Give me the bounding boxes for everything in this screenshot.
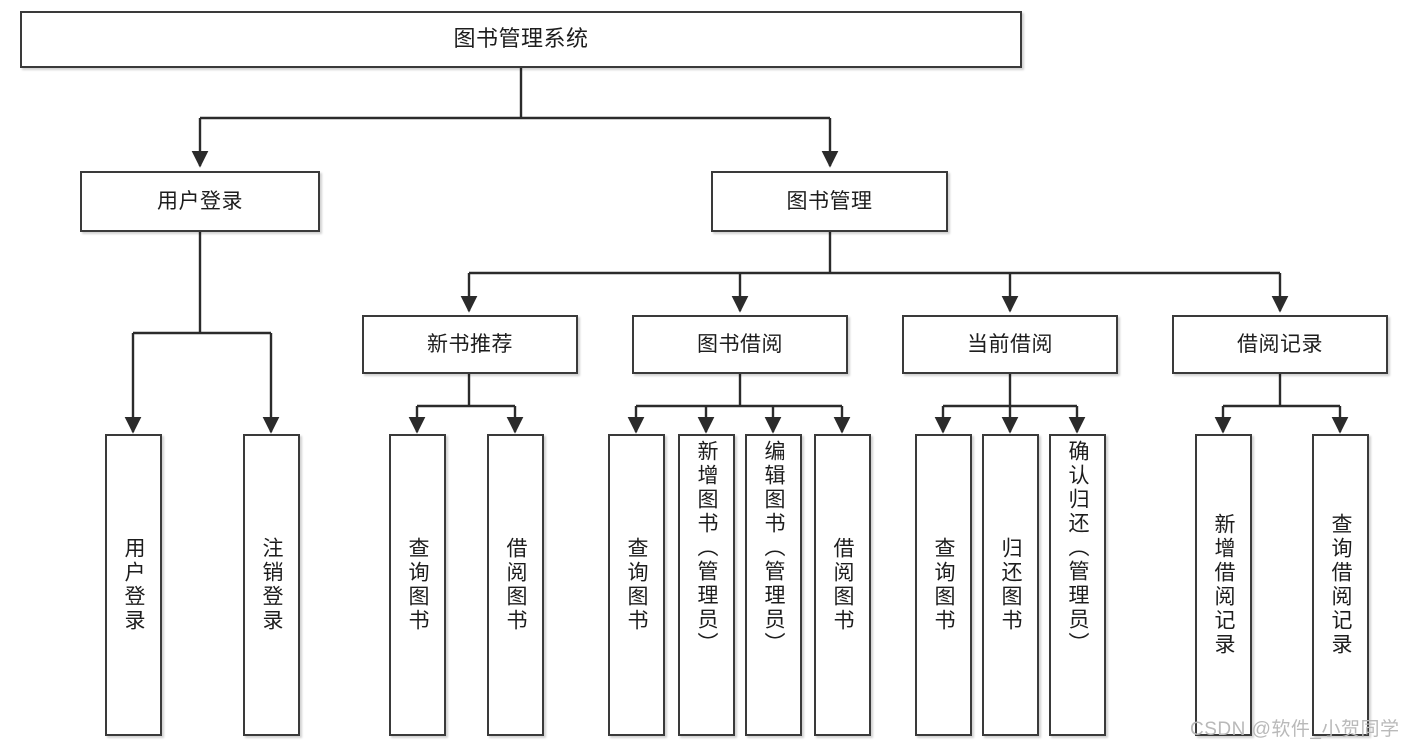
node-leaf-logout[interactable]: 注销登录 <box>243 434 300 736</box>
node-leaf-borrow-book-1-label: 借阅图书 <box>504 537 527 633</box>
node-leaf-user-login-label: 用户登录 <box>122 537 145 633</box>
node-book-borrow[interactable]: 图书借阅 <box>632 315 848 374</box>
node-leaf-query-record-label: 查询借阅记录 <box>1329 513 1352 657</box>
node-leaf-borrow-book-2[interactable]: 借阅图书 <box>814 434 871 736</box>
node-book-manage[interactable]: 图书管理 <box>711 171 948 232</box>
node-root[interactable]: 图书管理系统 <box>20 11 1022 68</box>
node-leaf-query-record[interactable]: 查询借阅记录 <box>1312 434 1369 736</box>
node-new-book-rec-label: 新书推荐 <box>427 332 513 356</box>
node-leaf-confirm-return[interactable]: 确认归还（管理员） <box>1049 434 1106 736</box>
node-root-label: 图书管理系统 <box>453 26 589 52</box>
node-leaf-edit-book-label: 编辑图书（管理员） <box>762 440 785 656</box>
node-leaf-edit-book[interactable]: 编辑图书（管理员） <box>745 434 802 736</box>
node-leaf-add-book[interactable]: 新增图书（管理员） <box>678 434 735 736</box>
node-leaf-confirm-return-label: 确认归还（管理员） <box>1066 440 1089 656</box>
node-leaf-borrow-book-2-label: 借阅图书 <box>831 537 854 633</box>
node-user-login-label: 用户登录 <box>157 189 243 213</box>
node-new-book-rec[interactable]: 新书推荐 <box>362 315 578 374</box>
node-leaf-logout-label: 注销登录 <box>260 537 283 633</box>
node-user-login[interactable]: 用户登录 <box>80 171 320 232</box>
node-borrow-record[interactable]: 借阅记录 <box>1172 315 1388 374</box>
node-leaf-add-record[interactable]: 新增借阅记录 <box>1195 434 1252 736</box>
node-leaf-query-book-2-label: 查询图书 <box>625 537 648 633</box>
node-leaf-add-book-label: 新增图书（管理员） <box>695 440 718 656</box>
node-leaf-query-book-1[interactable]: 查询图书 <box>389 434 446 736</box>
node-leaf-return-book-label: 归还图书 <box>999 537 1022 633</box>
node-book-borrow-label: 图书借阅 <box>697 332 783 356</box>
node-leaf-borrow-book-1[interactable]: 借阅图书 <box>487 434 544 736</box>
node-book-manage-label: 图书管理 <box>786 189 873 213</box>
node-leaf-user-login[interactable]: 用户登录 <box>105 434 162 736</box>
node-borrow-record-label: 借阅记录 <box>1237 332 1323 356</box>
node-leaf-query-book-3-label: 查询图书 <box>932 537 955 633</box>
node-leaf-query-book-2[interactable]: 查询图书 <box>608 434 665 736</box>
node-leaf-add-record-label: 新增借阅记录 <box>1212 513 1235 657</box>
node-current-borrow[interactable]: 当前借阅 <box>902 315 1118 374</box>
node-leaf-return-book[interactable]: 归还图书 <box>982 434 1039 736</box>
node-current-borrow-label: 当前借阅 <box>967 332 1053 356</box>
node-leaf-query-book-3[interactable]: 查询图书 <box>915 434 972 736</box>
node-leaf-query-book-1-label: 查询图书 <box>406 537 429 633</box>
